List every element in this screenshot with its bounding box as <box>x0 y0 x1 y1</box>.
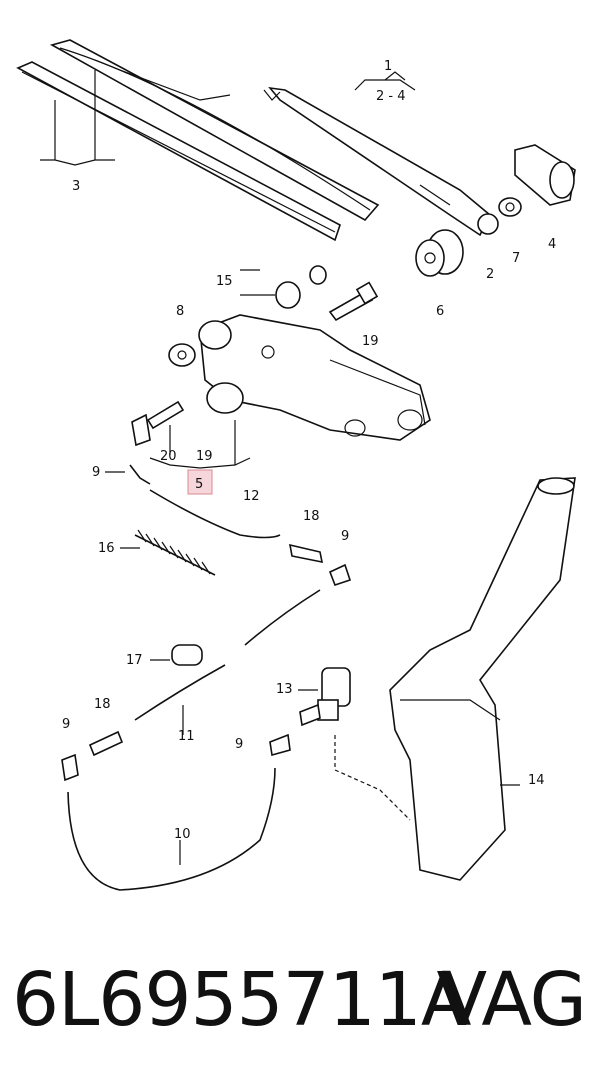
label-10: 10 <box>174 827 191 842</box>
spring-16 <box>134 529 216 576</box>
arm-cap <box>514 144 576 206</box>
label-2: 2 <box>486 267 494 282</box>
leader-lines <box>40 70 520 865</box>
label-16: 16 <box>98 541 115 556</box>
wiper-arm <box>263 86 499 237</box>
label-7: 7 <box>512 251 520 266</box>
label-14: 14 <box>528 773 545 788</box>
label-20: 20 <box>160 449 177 464</box>
nut-8 <box>168 343 196 367</box>
bushing-15 <box>275 265 327 309</box>
label-4: 4 <box>548 237 556 252</box>
elbow-9-right <box>328 563 352 587</box>
label-9-a: 9 <box>92 465 100 480</box>
label-18-top: 18 <box>303 509 320 524</box>
label-11: 11 <box>178 729 195 744</box>
label-17: 17 <box>126 653 143 668</box>
hose-12 <box>129 464 281 539</box>
wiper-motor <box>198 314 431 441</box>
label-19-mid: 19 <box>196 449 213 464</box>
bolt-20 <box>131 400 185 447</box>
connector-18-top <box>288 543 324 564</box>
label-19-top: 19 <box>362 334 379 349</box>
plug-17 <box>171 644 203 666</box>
nut-7 <box>498 197 522 217</box>
hose-11 <box>134 589 321 721</box>
parts-diagram: 1 2 - 4 3 4 2 7 6 15 8 19 20 19 5 9 12 1… <box>16 39 576 891</box>
bolt-19 <box>328 281 379 322</box>
caption: 6L6955711A VAG <box>0 945 600 1065</box>
label-13: 13 <box>276 682 293 697</box>
label-9-d: 9 <box>235 737 243 752</box>
wiper-blade <box>16 39 380 242</box>
hose-10 <box>67 767 276 891</box>
label-2-4: 2 - 4 <box>376 89 406 104</box>
grommet-6 <box>415 229 464 277</box>
label-18-bottom: 18 <box>94 697 111 712</box>
label-15: 15 <box>216 274 233 289</box>
label-5: 5 <box>195 477 203 492</box>
label-3: 3 <box>72 179 80 194</box>
part-number: 6L6955711A <box>12 957 471 1043</box>
label-12: 12 <box>243 489 260 504</box>
pump-13 <box>299 667 351 727</box>
label-8: 8 <box>176 304 184 319</box>
reservoir-14 <box>389 477 576 881</box>
connector-18-bottom <box>61 730 291 782</box>
label-9-b: 9 <box>341 529 349 544</box>
label-6: 6 <box>436 304 444 319</box>
label-1: 1 <box>384 59 392 74</box>
brand-name: VAG <box>436 957 587 1043</box>
part-5-highlight <box>187 469 213 495</box>
label-9-c: 9 <box>62 717 70 732</box>
